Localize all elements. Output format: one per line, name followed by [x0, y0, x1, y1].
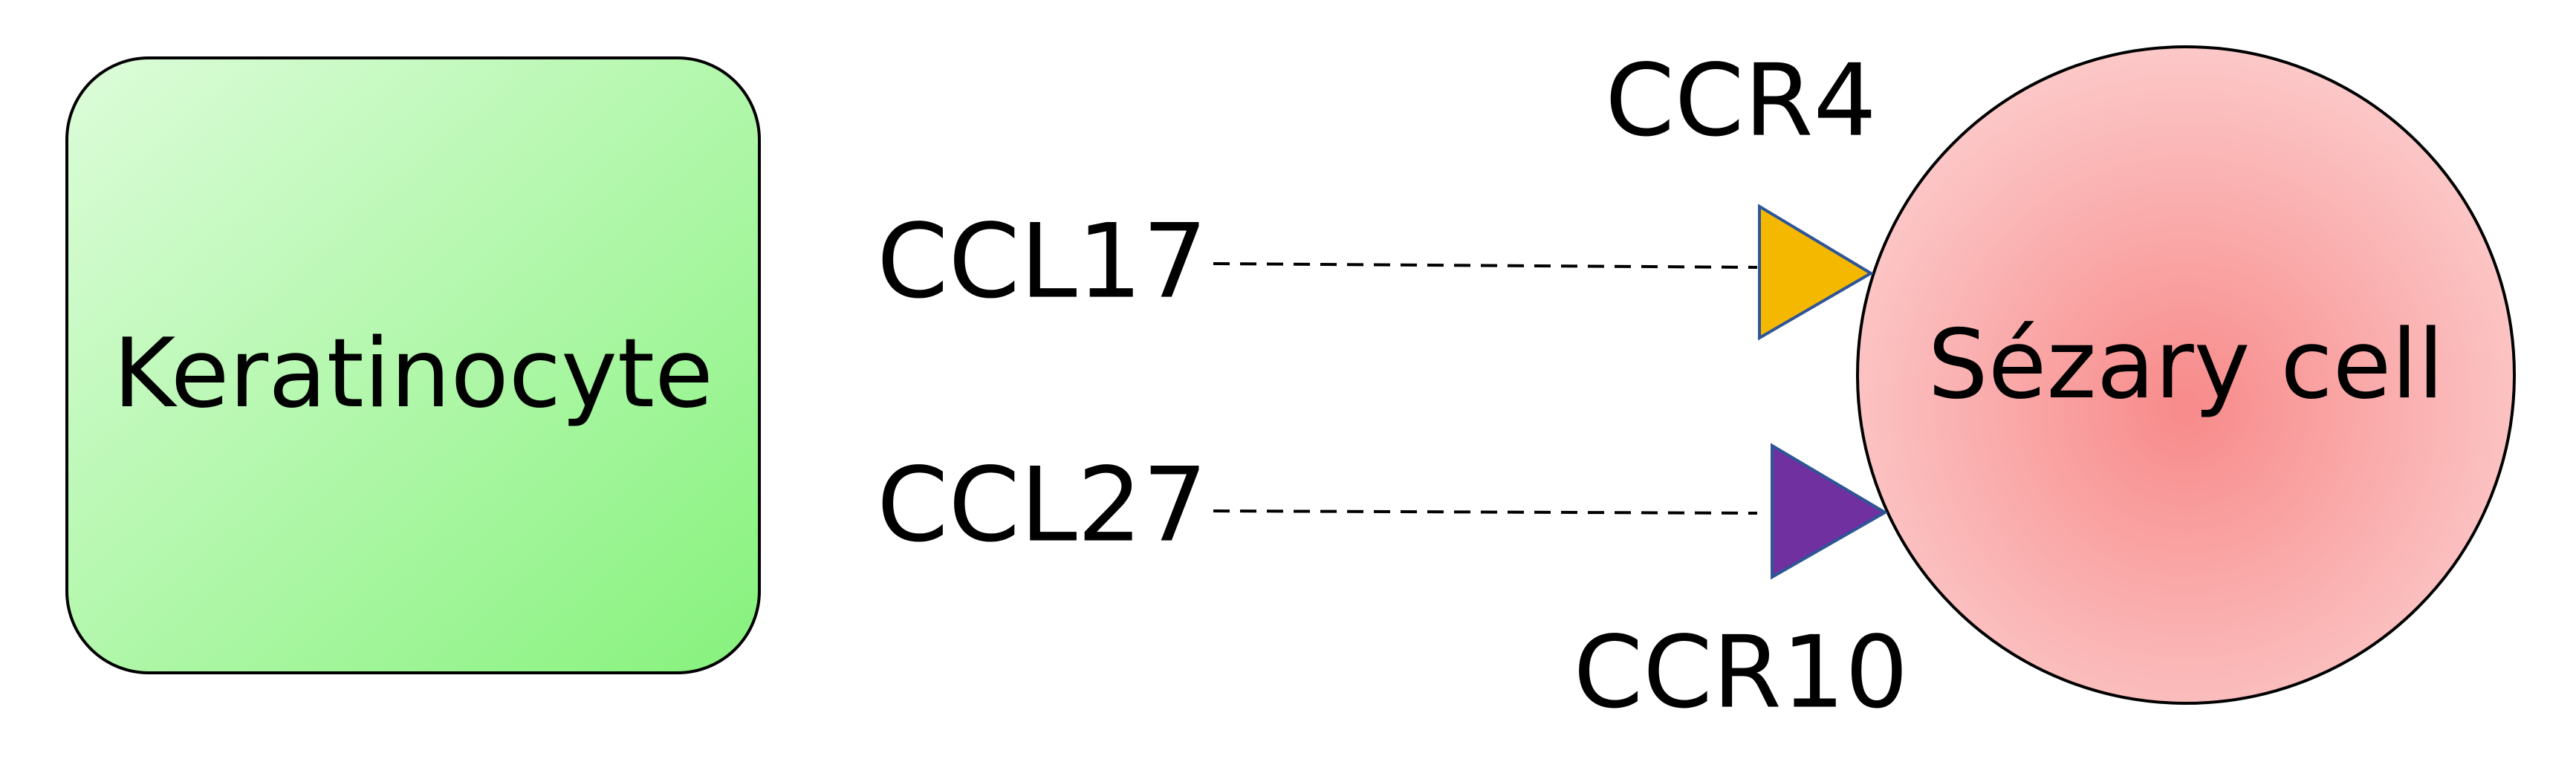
connector-ccl17-ccr4 — [1213, 262, 1758, 269]
receptor-ccr10-triangle — [1771, 443, 1888, 580]
keratinocyte-node: Keratinocyte — [65, 56, 761, 674]
keratinocyte-box — [65, 56, 761, 674]
receptor-ccr4-triangle — [1758, 203, 1874, 341]
receptor-label-ccr10: CCR10 — [1574, 615, 1909, 731]
connector-ccl27-ccr10 — [1213, 509, 1758, 515]
sezary-cell-circle — [1856, 45, 2516, 705]
sezary-cell-node: Sézary cell — [1856, 45, 2516, 705]
keratinocyte-label: Keratinocyte — [113, 319, 713, 429]
sezary-cell-label: Sézary cell — [1928, 310, 2444, 420]
receptor-label-ccr4: CCR4 — [1605, 43, 1877, 159]
ligand-label-ccl17: CCL17 — [877, 202, 1207, 322]
ligand-label-ccl27: CCL27 — [877, 446, 1207, 565]
